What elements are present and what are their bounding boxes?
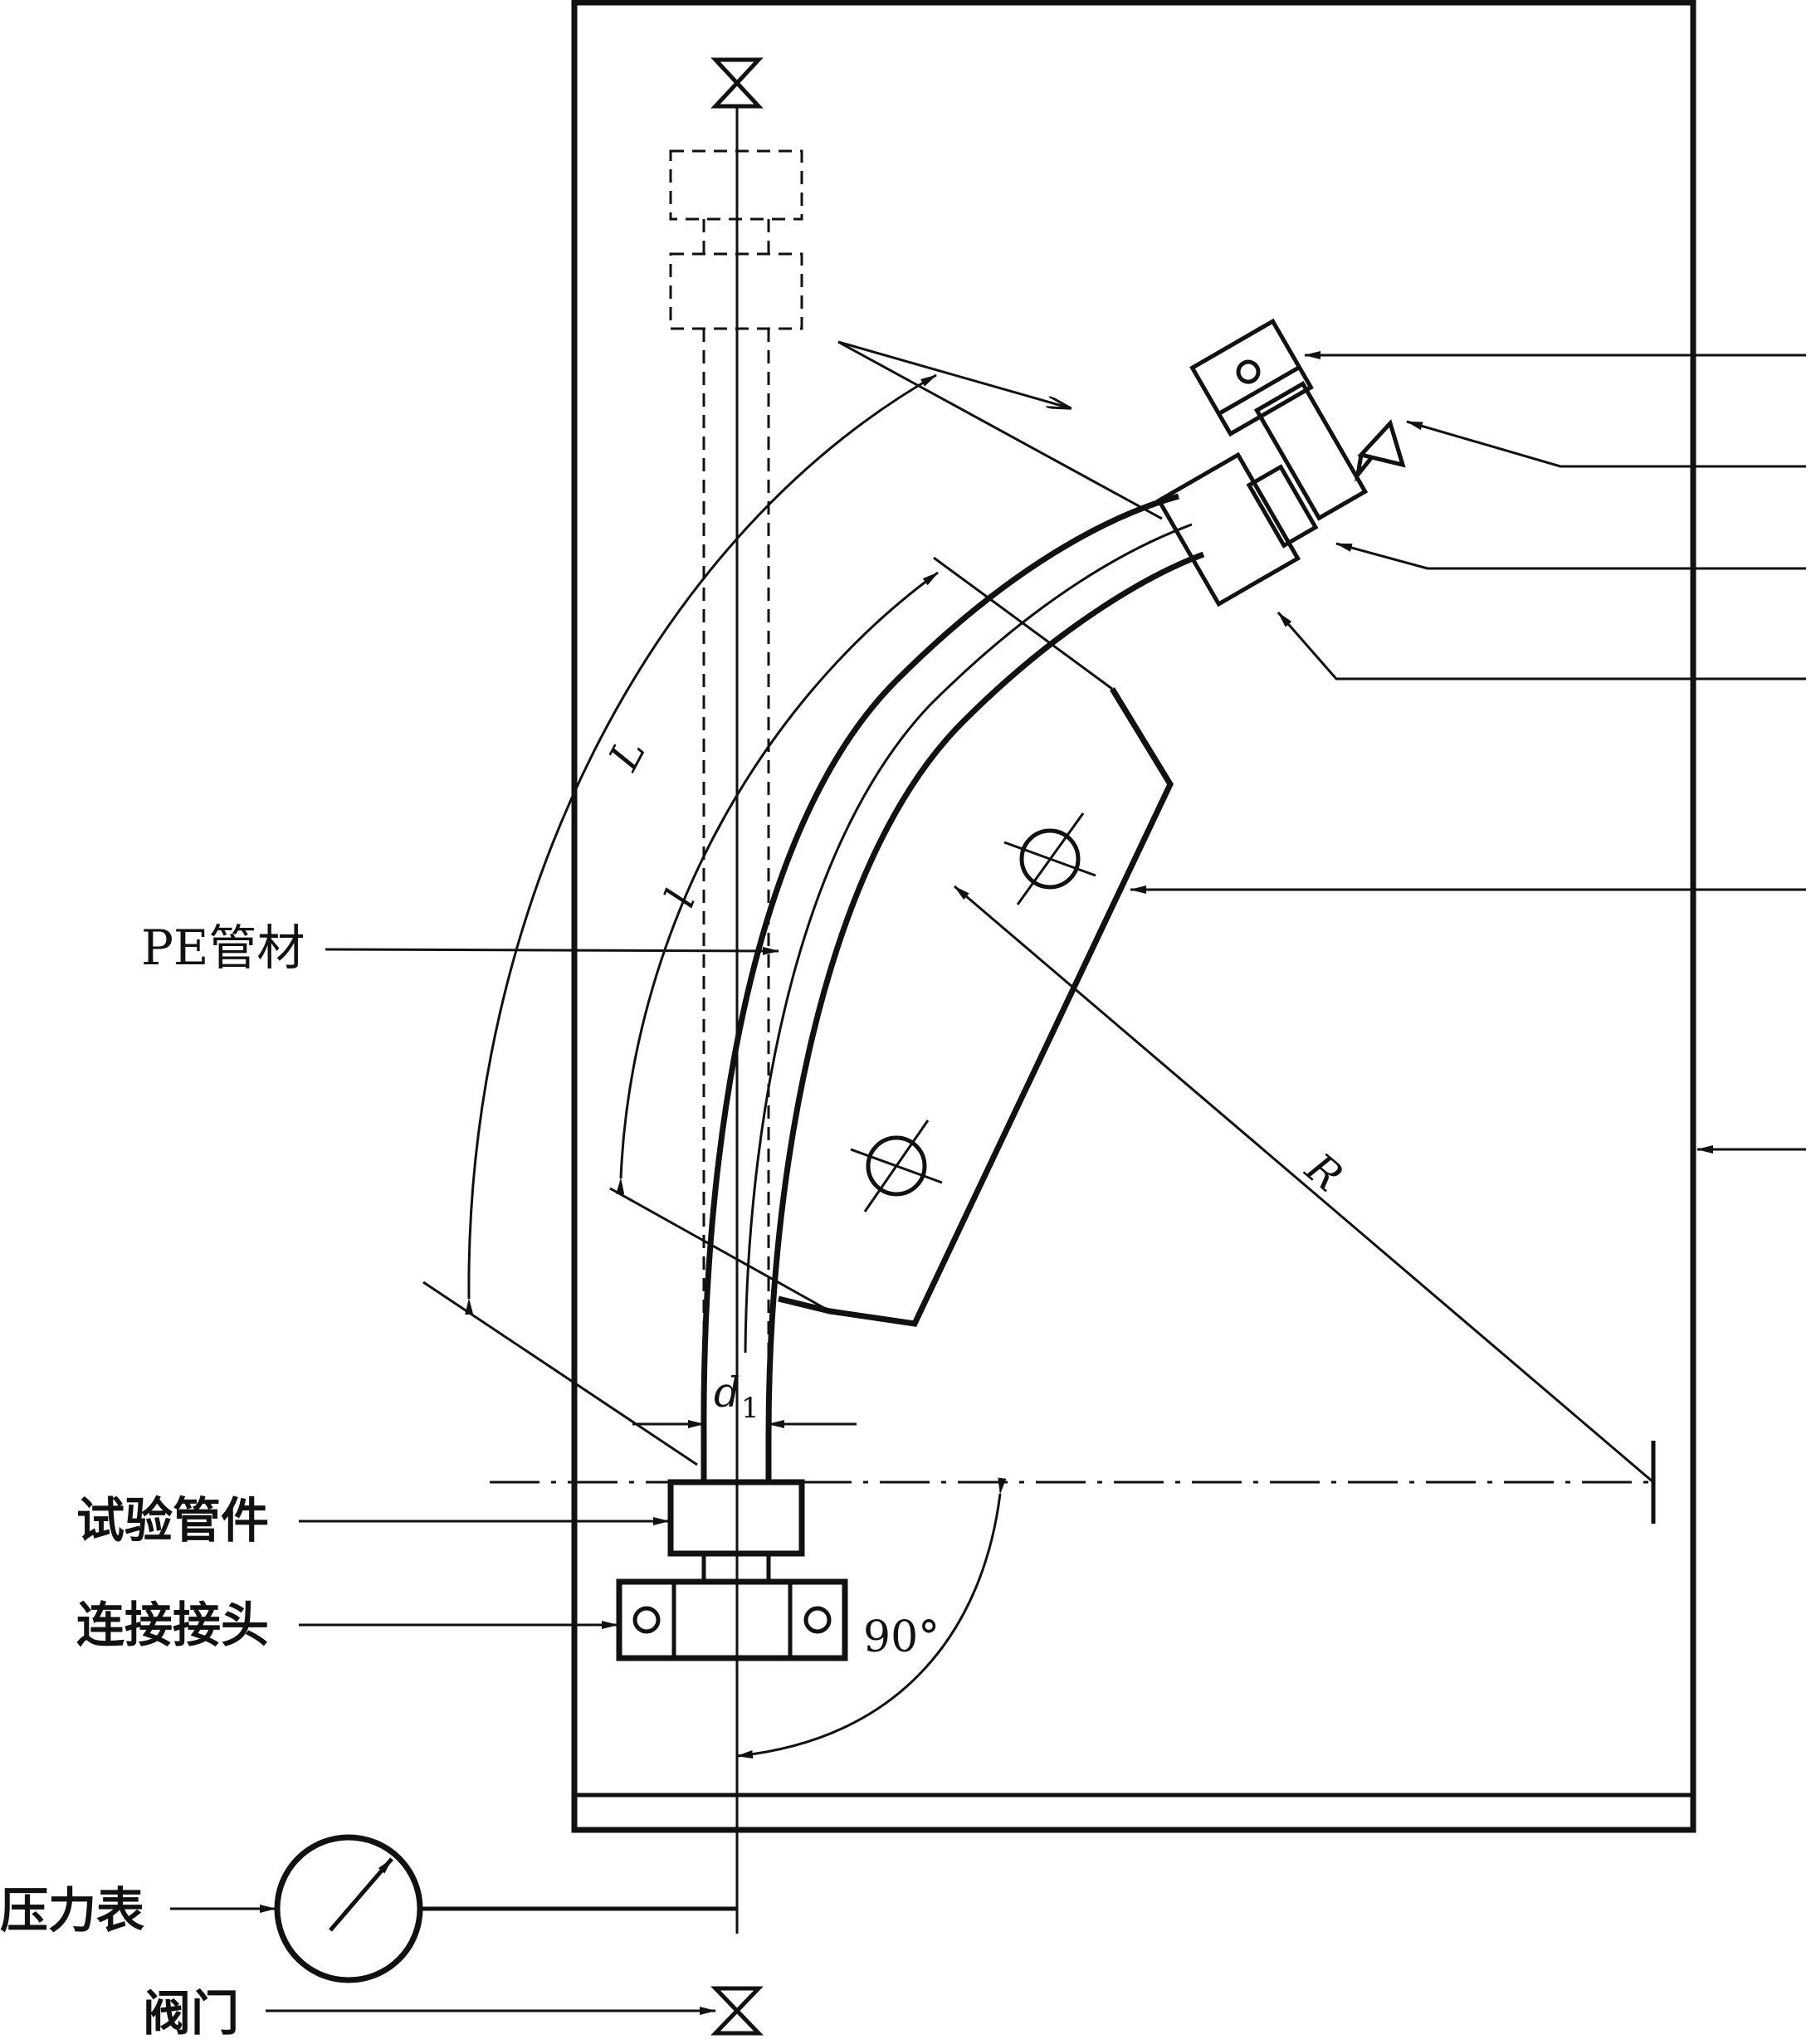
dim-label-diameter: d: [714, 1368, 740, 1417]
small-valve-icon: [1354, 419, 1406, 483]
dim-label-angle: 90°: [863, 1612, 940, 1662]
pressure-gauge-icon: [274, 1834, 737, 1983]
bending-former-plate: [778, 687, 1174, 1327]
dim-label-radius: R: [1296, 1144, 1352, 1201]
dimension-l-outer: [422, 340, 1163, 1466]
valve-label: 阀门: [143, 1985, 239, 2042]
test-fitting-label: 试验管件: [76, 1492, 269, 1549]
bottom-valve-icon: [710, 1986, 764, 2036]
angle-arc: [736, 1477, 1007, 1759]
top-clamp-icon: [1189, 318, 1314, 437]
connector: [616, 1578, 848, 1661]
pressure-gauge-label: 压力表: [0, 1882, 144, 1939]
dim-label-diameter-sub: 1: [741, 1392, 759, 1425]
top-valve-icon: [710, 57, 764, 109]
right-leaders: [1130, 351, 1806, 1154]
top-end-fitting: [1155, 318, 1406, 607]
pe-pipe-label: PE管材: [141, 920, 305, 976]
radius-line: [954, 885, 1654, 1484]
pe-pipe-leader: [325, 946, 779, 955]
dim-label-l-outer: L: [599, 731, 655, 778]
dimension-l-inner: [609, 556, 1113, 1313]
bolt-hole-icon: [850, 1120, 943, 1212]
original-pipe-position: [669, 149, 803, 1361]
bolt-hole-icon: [1003, 812, 1096, 905]
pe-pipe: [701, 493, 1205, 1437]
connector-label: 连接接头: [76, 1597, 269, 1653]
